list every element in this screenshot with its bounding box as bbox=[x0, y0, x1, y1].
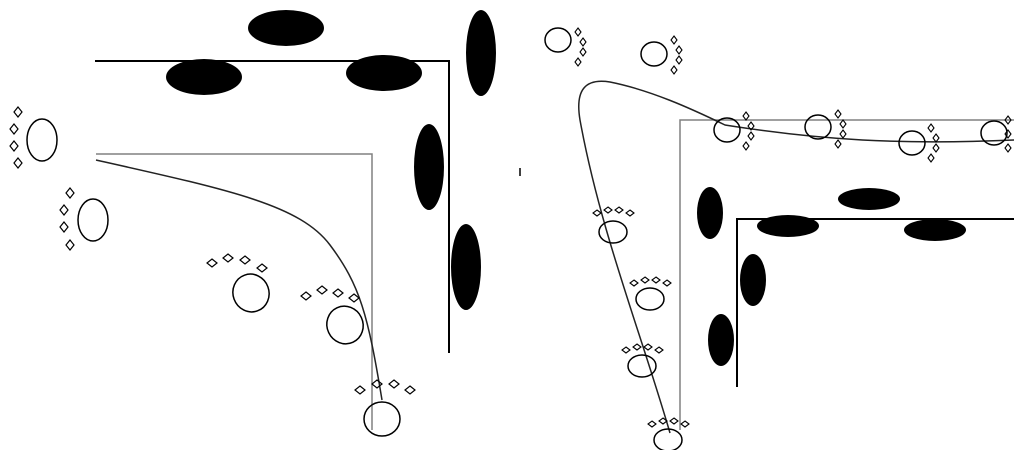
left-wall-blob bbox=[248, 10, 324, 46]
left-toe-group bbox=[10, 107, 415, 394]
left-guide-line bbox=[96, 154, 372, 430]
right-inner-wall bbox=[737, 219, 1014, 387]
right-heel-print bbox=[654, 429, 682, 450]
right-wall-blob bbox=[904, 219, 966, 241]
left-outer-wall bbox=[95, 61, 449, 353]
right-heel-print bbox=[628, 355, 656, 377]
right-walk-path bbox=[579, 81, 1014, 433]
right-guide-line bbox=[680, 120, 1014, 430]
left-heel-print bbox=[228, 269, 275, 317]
right-heel-print bbox=[899, 131, 925, 155]
right-heel-print bbox=[599, 221, 627, 243]
left-wall-blob bbox=[166, 59, 242, 95]
right-wall-blob bbox=[757, 215, 819, 237]
right-wall-blob bbox=[708, 314, 734, 366]
right-heel-print bbox=[545, 28, 571, 52]
left-panel bbox=[10, 10, 496, 436]
right-wall-blob bbox=[838, 188, 900, 210]
right-panel bbox=[545, 28, 1014, 450]
right-heel-print bbox=[805, 115, 831, 139]
left-walk-path bbox=[96, 160, 382, 400]
right-wall-blob bbox=[697, 187, 723, 239]
left-wall-blob bbox=[466, 10, 496, 96]
left-wall-blob bbox=[451, 224, 481, 310]
left-heel-print bbox=[364, 402, 400, 436]
right-heel-print bbox=[714, 118, 740, 142]
left-heel-print bbox=[78, 199, 108, 241]
left-wall-blob bbox=[414, 124, 444, 210]
right-wall-blob bbox=[740, 254, 766, 306]
left-heel-print bbox=[27, 119, 57, 161]
right-heel-print bbox=[636, 288, 664, 310]
right-heel-print bbox=[641, 42, 667, 66]
left-wall-blob bbox=[346, 55, 422, 91]
